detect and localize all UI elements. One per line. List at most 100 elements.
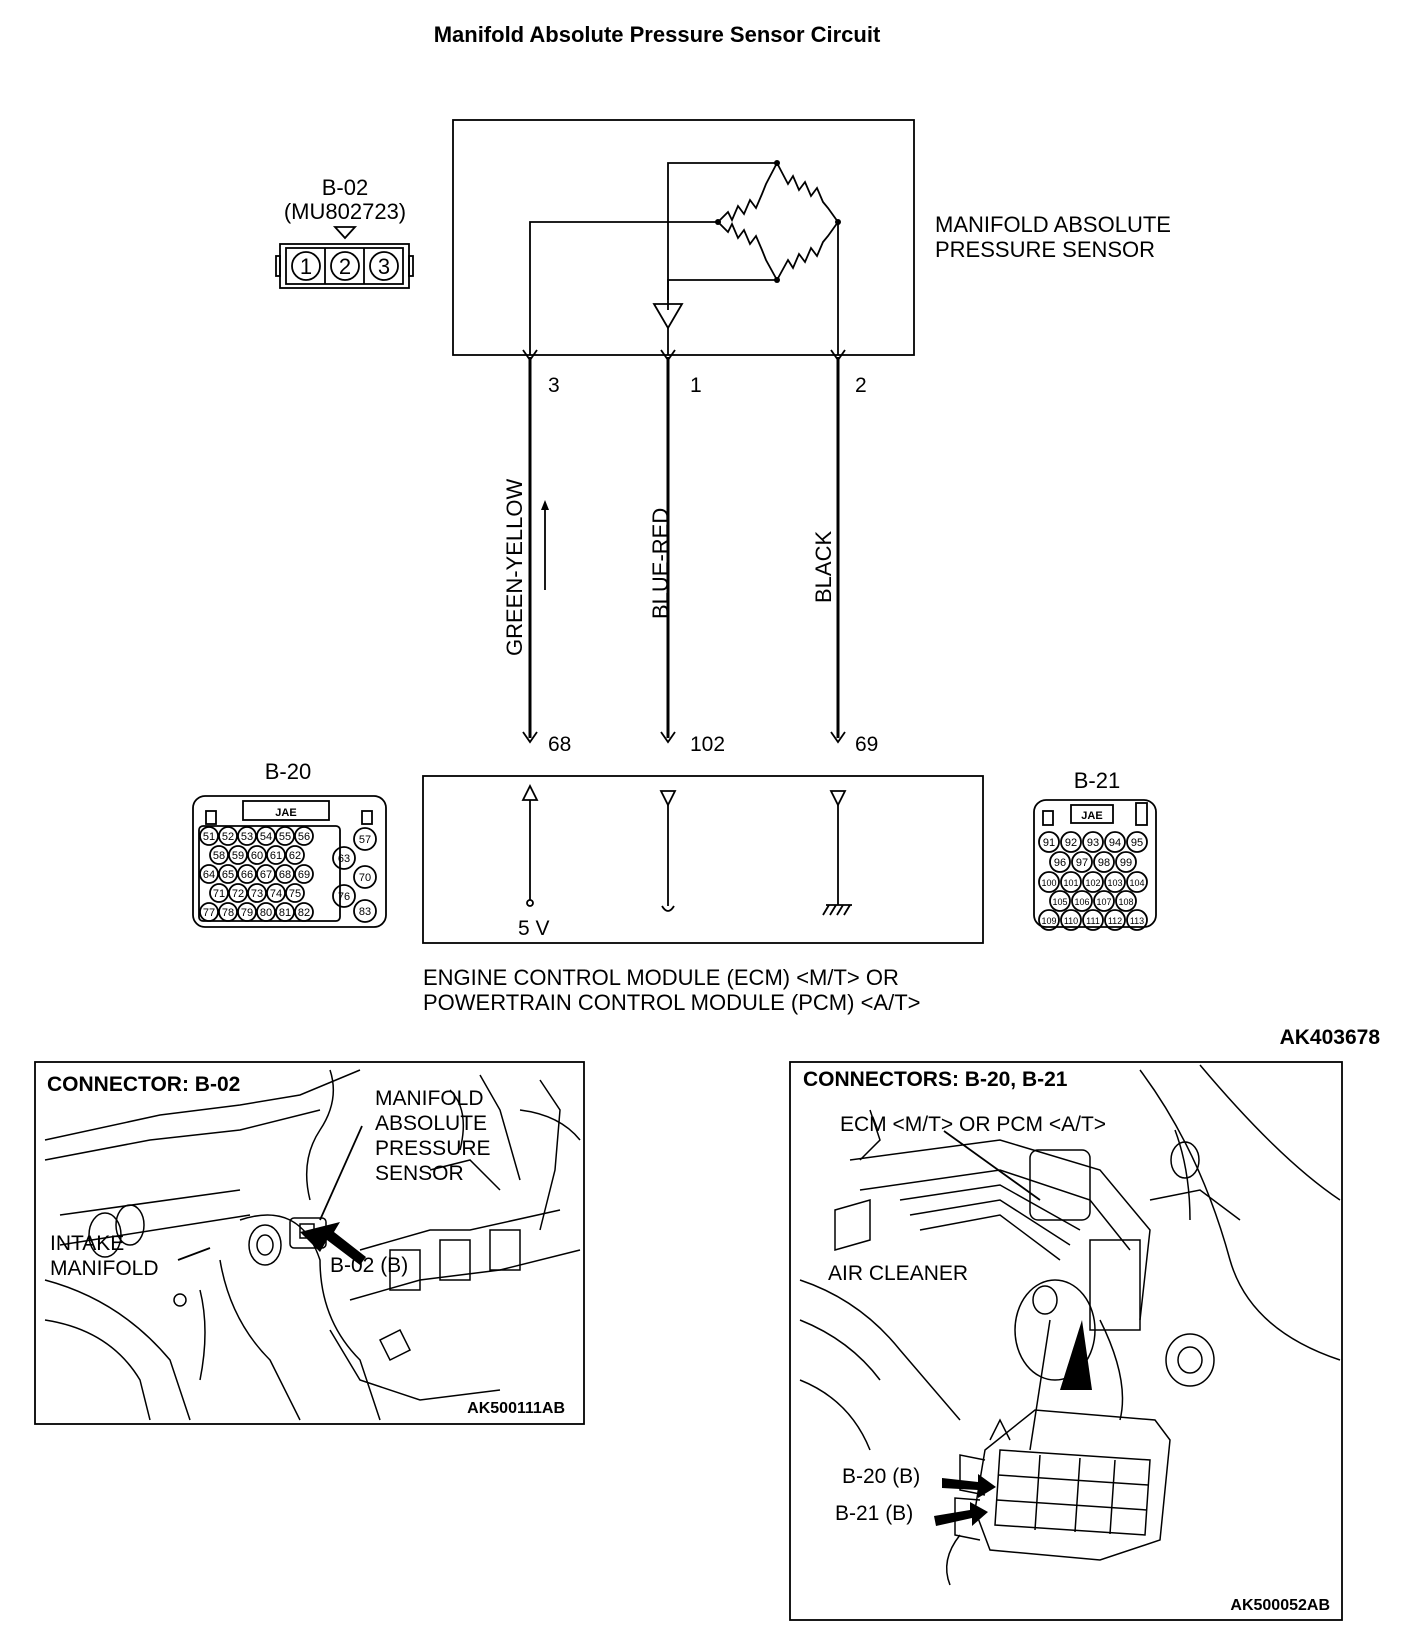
b20-pin-cavity [256,826,276,846]
engine-bay-illustration-right [799,1064,1341,1586]
sensor-pin-2-label: 2 [855,374,867,397]
b21-pin-cavity [1060,831,1082,853]
b20-pin-cavity [294,826,314,846]
b20-pin-label: 75 [289,888,301,900]
b20-pin-label: 83 [359,906,371,918]
b21-pin-label: 96 [1054,857,1066,869]
b21-pin-label: 113 [1130,916,1144,926]
b21-pin-cavity [1126,831,1148,853]
sensor-pin-3-label: 3 [548,374,560,397]
b20-pin-cavity [209,883,229,903]
b21-pin-cavity [1049,890,1071,912]
b21-pin-label: 103 [1107,878,1122,888]
b20-pin-label: 71 [213,888,225,900]
b20-pin-cavity [266,845,286,865]
b21-pin-cavity [1049,851,1071,873]
b21-pin-label: 100 [1041,878,1056,888]
b21-pin-cavity [1038,871,1060,893]
connector-b21-maker: JAE [1081,810,1102,822]
b20-pin-cavity [247,883,267,903]
wire-green-yellow [522,349,549,744]
b20-pin-label: 54 [260,831,272,843]
b21-pin-label: 108 [1118,897,1133,907]
panel-right-callout-b21: B-21 (B) [835,1502,913,1525]
b21-pin-cavity [1104,871,1126,893]
b20-pin-cavity [294,902,314,922]
b20-pin-label: 69 [298,869,310,881]
b20-pin-label: 67 [260,869,272,881]
wire-color-green-yellow: GREEN-YELLOW [502,479,527,656]
ecm-pin-68-label: 68 [548,733,571,756]
b21-pin-cavity [1038,909,1060,931]
b21-pin-label: 98 [1098,857,1110,869]
b20-pin-label: 65 [222,869,234,881]
b21-pin-label: 104 [1129,878,1144,888]
b20-pin-cavity [218,902,238,922]
ecm-supply-voltage: 5 V [518,917,550,940]
b20-pin-cavity [199,864,219,884]
ecm-box [422,775,984,944]
b21-pin-label: 102 [1085,878,1100,888]
b20-pin-label: 62 [289,850,301,862]
b02-pin-3: 3 [378,254,390,279]
b20-pin-cavity [256,902,276,922]
panel-right-ecm-callout: ECM <M/T> OR PCM <A/T> [840,1113,1106,1136]
b20-pin-cavity [237,902,257,922]
b21-pin-label: 95 [1131,837,1143,849]
b21-pin-cavity [1093,890,1115,912]
b21-pin-cavity [1126,909,1148,931]
wheatstone-bridge-icon [715,160,841,283]
wire-color-blue-red: BLUE-RED [648,508,673,619]
b20-pin-cavity [199,902,219,922]
connector-b02-name: B-02 [322,175,368,200]
b21-pin-label: 93 [1087,837,1099,849]
b20-pin-label: 55 [279,831,291,843]
panel-left-callout-line1: MANIFOLD [375,1087,484,1110]
connector-b02-face-icon [275,226,414,289]
sensor-label-line1: MANIFOLD ABSOLUTE [935,212,1171,237]
b20-pin-cavity [228,845,248,865]
b21-pin-cavity [1082,871,1104,893]
sensor-pin-1-label: 1 [690,374,702,397]
b20-pin-cavity [353,899,377,923]
b20-pin-label: 78 [222,907,234,919]
b20-pin-label: 57 [359,834,371,846]
b20-pin-cavity [266,883,286,903]
b20-pin-label: 80 [260,907,272,919]
wire-blue-red [660,349,676,744]
panel-right-figure-code: AK500052AB [1230,1597,1330,1614]
b21-pin-cavity [1060,909,1082,931]
b20-pin-label: 77 [203,907,215,919]
b21-pin-label: 97 [1076,857,1088,869]
b20-pin-label: 64 [203,869,215,881]
b21-pin-cavity [1060,871,1082,893]
b20-pin-label: 53 [241,831,253,843]
b20-pin-label: 66 [241,869,253,881]
panel-right-callout-b20: B-20 (B) [842,1465,920,1488]
b21-pin-cavity [1126,871,1148,893]
page-title: Manifold Absolute Pressure Sensor Circui… [434,22,881,47]
b21-pin-label: 92 [1065,837,1077,849]
b20-pin-cavity [332,846,356,870]
b21-pin-cavity [1104,831,1126,853]
wire-color-black: BLACK [811,531,836,603]
b21-pin-cavity [1082,909,1104,931]
b21-pin-cavity [1038,831,1060,853]
b21-pin-cavity [1104,909,1126,931]
b20-pin-cavity [237,826,257,846]
connector-b20-maker: JAE [275,807,296,819]
b21-pin-label: 105 [1052,897,1067,907]
b21-pin-label: 99 [1120,857,1132,869]
panel-right-heading: CONNECTORS: B-20, B-21 [803,1068,1068,1091]
b02-pin-2: 2 [339,254,351,279]
b21-pin-label: 94 [1109,837,1121,849]
panel-right-air-cleaner: AIR CLEANER [828,1262,968,1285]
b21-pin-cavity [1071,851,1093,873]
b21-pin-label: 109 [1041,916,1056,926]
engine-bay-illustration-left [44,1069,581,1421]
panel-left-frame [34,1061,585,1425]
b21-pin-label: 111 [1086,916,1100,926]
b20-pin-cavity [294,864,314,884]
b20-pin-cavity [228,883,248,903]
